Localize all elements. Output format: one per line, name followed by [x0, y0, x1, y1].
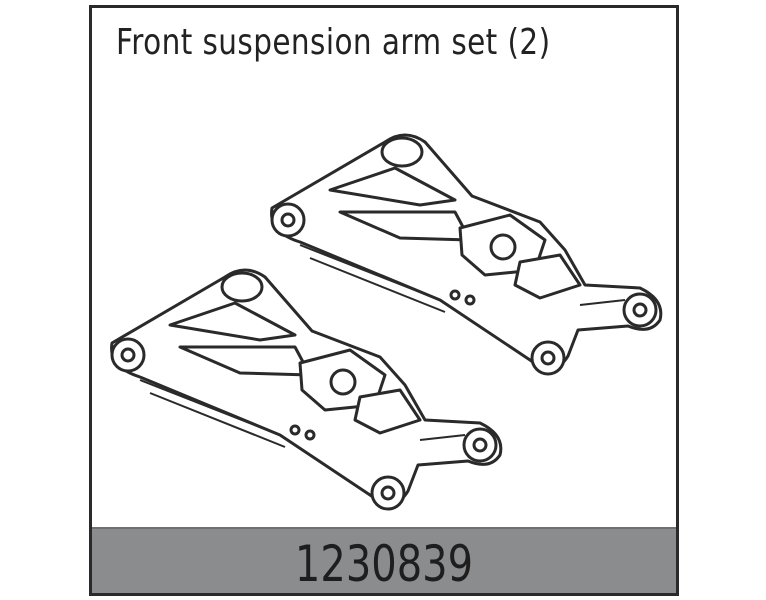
product-title: Front suspension arm set (2)	[116, 22, 551, 63]
part-number-bar: 1230839	[92, 527, 676, 593]
suspension-arm-lower	[110, 268, 503, 511]
part-number: 1230839	[294, 535, 474, 593]
